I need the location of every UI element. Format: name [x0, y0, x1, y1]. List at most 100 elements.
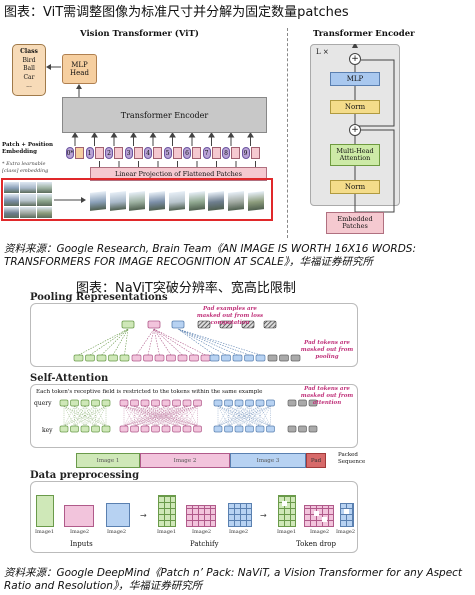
- attention-edge: [123, 405, 156, 427]
- image-patch: [20, 194, 36, 206]
- attention-edge: [186, 405, 198, 427]
- query-token: [193, 399, 202, 407]
- position-token: 4: [144, 147, 162, 159]
- dropped-image3: [340, 503, 354, 527]
- key-token: [298, 425, 307, 433]
- image-patch: [20, 182, 36, 194]
- flattened-patch: [90, 191, 106, 211]
- query-token: [59, 399, 69, 407]
- flattened-patch: [109, 191, 126, 211]
- image-label: Image2: [336, 529, 356, 535]
- attention-edge: [155, 405, 177, 427]
- pooled-token: [147, 320, 161, 329]
- attention-edge: [63, 405, 96, 427]
- attention-edge: [123, 405, 146, 427]
- attention-edge: [259, 405, 271, 427]
- pooling-edge: [153, 328, 183, 356]
- image-label: Image2: [107, 529, 127, 535]
- attention-edge: [123, 405, 135, 427]
- attention-edge: [217, 405, 261, 427]
- pad-tokens-pooling-note: Pad tokens are masked out from pooling: [300, 340, 354, 360]
- attention-edge: [74, 405, 96, 427]
- attention-edge: [144, 405, 188, 427]
- query-token: [182, 399, 192, 407]
- pooled-token: [171, 320, 185, 329]
- position-token: 3: [124, 147, 143, 159]
- packed-image2: Image 2: [140, 453, 230, 468]
- token-arrowhead: [149, 133, 157, 138]
- attention-edge: [123, 405, 188, 427]
- attention-edge: [134, 405, 188, 427]
- pooling-edge: [124, 328, 129, 356]
- arrow-encoder-to-mlp: [76, 84, 82, 98]
- dropped-token: [322, 517, 327, 522]
- attention-edge: [123, 405, 177, 427]
- pooling-edge: [177, 328, 215, 356]
- self-attention-panel: [30, 384, 358, 448]
- attention-edge: [63, 405, 86, 427]
- key-label: key: [42, 427, 53, 434]
- sequence-token: [108, 354, 118, 362]
- query-token: [119, 399, 129, 407]
- attention-edge: [238, 405, 261, 427]
- position-embedding: 3: [124, 147, 133, 159]
- input-image2: [64, 505, 94, 527]
- token-arrowhead: [169, 133, 176, 138]
- attention-edge: [238, 405, 261, 427]
- flattened-patch: [168, 191, 185, 211]
- pad-examples-note: Pad examples are masked out from loss co…: [196, 306, 264, 326]
- input-image3: [106, 503, 130, 527]
- position-token: 7: [202, 147, 221, 159]
- token-arrowhead: [130, 133, 137, 138]
- query-token: [101, 399, 111, 407]
- sequence-token: [255, 354, 266, 362]
- query-token: [234, 399, 244, 407]
- flattened-patch: [149, 191, 166, 211]
- query-token: [213, 399, 223, 407]
- position-embedding: 5: [163, 147, 172, 159]
- attention-edge: [134, 405, 156, 427]
- key-token: [182, 425, 192, 433]
- attention-edge: [123, 405, 146, 427]
- self-attention-heading: Self-Attention: [30, 373, 109, 384]
- figure2-source: 资料来源：Google DeepMind《Patch n’ Pack: NaVi…: [4, 567, 463, 592]
- patch-embedding: [211, 147, 221, 159]
- data-preprocessing-heading: Data preprocessing: [30, 470, 140, 481]
- query-token: [287, 399, 297, 407]
- attention-edge: [63, 405, 107, 427]
- image-label: Image2: [229, 529, 249, 535]
- transformer-encoder: Transformer Encoder: [62, 97, 267, 133]
- attention-edge: [155, 405, 188, 427]
- query-token: [245, 399, 254, 407]
- image-patch: [36, 194, 52, 206]
- pooling-diagram: [73, 320, 301, 362]
- attention-edge: [134, 405, 156, 427]
- attention-edge: [63, 405, 75, 427]
- dropped-image2: [304, 505, 334, 527]
- figure1-divider: [287, 28, 288, 238]
- pad-token: [267, 354, 278, 362]
- attention-edge: [63, 405, 86, 427]
- attention-edge: [217, 405, 229, 427]
- attention-edge: [144, 405, 198, 427]
- image-label: Image1: [157, 529, 177, 535]
- attention-edge: [144, 405, 198, 427]
- pooling-edge: [177, 328, 250, 356]
- key-token: [151, 425, 160, 433]
- flattened-patch: [227, 191, 244, 211]
- embedded-patches: Embedded Patches: [326, 212, 384, 234]
- key-token: [59, 425, 69, 433]
- figure2-title: 图表：NaViT突破分辨率、宽高比限制: [76, 281, 296, 296]
- attention-diagram: [59, 399, 318, 433]
- image-label: Image2: [192, 529, 212, 535]
- dropped-token: [344, 509, 349, 514]
- arrow-mlp-to-class: [46, 64, 61, 70]
- encoder-mlp: MLP: [330, 72, 380, 86]
- class-box: Class Bird Ball Car ...: [12, 44, 46, 96]
- attention-edge: [217, 405, 240, 427]
- pooling-edge: [153, 328, 206, 356]
- attention-edge: [123, 405, 167, 427]
- image-patch: [36, 206, 52, 218]
- stage-patchify: Patchify: [190, 540, 219, 548]
